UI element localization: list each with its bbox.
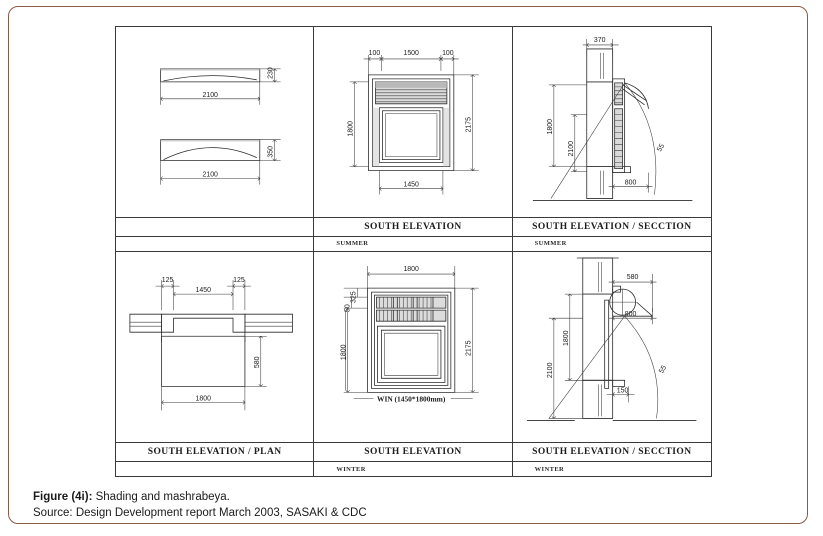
- panel-title: [116, 218, 314, 237]
- dim-1450: 1450: [404, 182, 420, 189]
- dim-100-left: 100: [369, 50, 381, 57]
- titleblock-top-left: [116, 216, 314, 251]
- dim-2100: 2100: [547, 362, 554, 378]
- dim-1800-height: 1800: [341, 344, 348, 360]
- dim-1800-width: 1800: [404, 266, 420, 273]
- caption-title: Shading and mashrabeya.: [92, 491, 230, 503]
- dim-1800: 1800: [196, 395, 212, 402]
- panel-bottom-middle: 1800: [314, 251, 513, 476]
- panel-title: SOUTH ELEVATION / SECCTION: [512, 218, 711, 237]
- dim-125-right: 125: [233, 277, 245, 284]
- dim-1800: 1800: [348, 121, 355, 137]
- panel-bottom-right: 55 580 800: [512, 252, 711, 477]
- dim-800: 800: [624, 311, 636, 318]
- titleblock-bottom-middle: SOUTH ELEVATION WINTER: [314, 442, 512, 476]
- figure-caption: Figure (4i): Shading and mashrabeya. Sou…: [33, 489, 733, 521]
- titleblock-bottom-left: SOUTH ELEVATION / PLAN: [116, 442, 314, 476]
- dim-1800: 1800: [547, 119, 554, 135]
- dim-1800: 1800: [562, 330, 569, 346]
- window-note: WIN (1450*1800mm): [377, 394, 446, 403]
- dim-angle-55: 55: [658, 364, 668, 374]
- dim-2100-upper: 2100: [202, 92, 218, 99]
- dim-150: 150: [616, 387, 628, 394]
- dim-2175: 2175: [466, 340, 473, 356]
- titleblock-top-middle: SOUTH ELEVATION SUMMER: [314, 216, 512, 251]
- dim-580: 580: [254, 356, 261, 368]
- dim-370: 370: [594, 37, 606, 44]
- panel-subtitle: [116, 237, 313, 251]
- titleblock-bottom-right: SOUTH ELEVATION / SECCTION WINTER: [512, 442, 711, 476]
- titleblock-top-right: SOUTH ELEVATION / SECCTION SUMMER: [512, 216, 711, 251]
- panel-top-left: 230 2100 350: [116, 27, 315, 252]
- panel-title: SOUTH ELEVATION / PLAN: [116, 443, 314, 462]
- caption-label: Figure (4i):: [33, 491, 93, 503]
- drawing-wall-section-summer: 370: [513, 27, 711, 217]
- dim-50: 50: [345, 304, 352, 312]
- dim-325: 325: [351, 291, 358, 303]
- dim-2175: 2175: [466, 117, 473, 133]
- panel-subtitle: SUMMER: [336, 240, 369, 247]
- drawing-window-plan: 125 125 1450: [116, 252, 313, 443]
- dim-1500: 1500: [404, 50, 420, 57]
- dim-100-right: 100: [442, 50, 454, 57]
- caption-title-line: Figure (4i): Shading and mashrabeya.: [33, 489, 733, 505]
- drawing-wall-section-winter: 55 580 800: [513, 252, 711, 443]
- panel-subtitle: WINTER: [534, 465, 565, 473]
- drawing-shading-profiles: 230 2100 350: [116, 27, 313, 217]
- dim-2100-lower: 2100: [202, 172, 218, 179]
- panel-top-middle: 100 1500 100: [314, 27, 513, 252]
- drawing-window-elevation-summer: 100 1500 100: [314, 27, 511, 217]
- dim-2100: 2100: [567, 141, 574, 157]
- panel-subtitle: [116, 462, 313, 476]
- figure-page: 230 2100 350: [8, 6, 808, 524]
- drawing-window-elevation-winter: 1800: [314, 252, 511, 443]
- panel-subtitle: SUMMER: [534, 240, 567, 247]
- dim-800: 800: [624, 180, 636, 187]
- dim-580: 580: [626, 274, 638, 281]
- dim-350: 350: [268, 146, 275, 158]
- dim-angle-55: 55: [656, 143, 666, 153]
- panel-top-right: 370: [512, 27, 711, 252]
- dim-230: 230: [268, 67, 275, 79]
- caption-source: Source: Design Development report March …: [33, 507, 367, 519]
- figure-frame: 230 2100 350: [115, 26, 712, 477]
- panel-subtitle: WINTER: [336, 465, 366, 473]
- panel-title: SOUTH ELEVATION: [314, 443, 512, 462]
- panel-title: SOUTH ELEVATION: [314, 218, 512, 237]
- drawing-grid: 230 2100 350: [116, 27, 711, 476]
- panel-title: SOUTH ELEVATION / SECCTION: [512, 443, 711, 462]
- dim-1450: 1450: [196, 287, 212, 294]
- dim-125-left: 125: [162, 277, 174, 284]
- panel-bottom-left: 125 125 1450: [116, 251, 315, 476]
